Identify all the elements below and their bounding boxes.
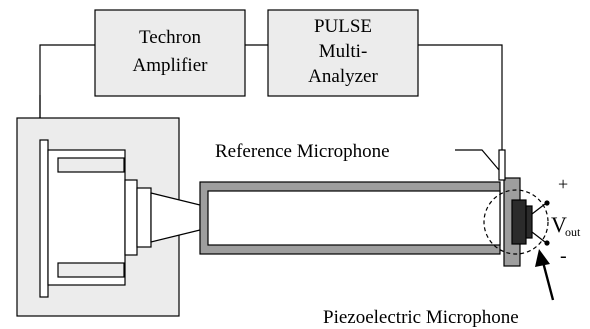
- amplifier-box: [94, 9, 246, 97]
- amplifier-label-line1: Techron: [139, 27, 201, 48]
- reference-microphone: Reference Microphone: [215, 141, 506, 181]
- piezo-element: [511, 199, 527, 245]
- bms-magnet-top-rib: [57, 157, 125, 173]
- bms-horn: [150, 192, 201, 243]
- reference-mic-body: [498, 149, 506, 181]
- bms-magnet-bottom-rib: [57, 262, 125, 278]
- reference-mic-leader: [455, 149, 500, 171]
- analyzer-label-line1: PULSE: [314, 16, 372, 37]
- analyzer-label-line3: Analyzer: [308, 66, 378, 87]
- bms-mount-plate: [39, 139, 49, 298]
- analyzer-block: PULSE Multi- Analyzer: [267, 9, 419, 97]
- analyzer-label-line2: Multi-: [319, 41, 368, 62]
- piezo-assembly: [483, 189, 550, 255]
- tube-bore: [207, 190, 501, 246]
- output-plus: +: [558, 174, 568, 194]
- bms-throat-inner: [136, 187, 152, 248]
- output-subscript: out: [565, 225, 581, 239]
- piezo-lead-top: [531, 203, 546, 215]
- output-v: V: [551, 212, 567, 237]
- analyzer-box: [267, 9, 419, 97]
- piezo-lead-bottom: [531, 231, 546, 243]
- wire-analyzer-to-mic: [418, 44, 503, 150]
- impedance-tube: [199, 177, 521, 267]
- reference-mic-label: Reference Microphone: [215, 141, 390, 162]
- piezo-terminal-bottom: [544, 240, 550, 246]
- bms-driver: [16, 117, 201, 317]
- amplifier-label-line2: Amplifier: [133, 55, 209, 76]
- piezo-detail-circle: [483, 189, 549, 255]
- piezo-arrow-shaft: [541, 261, 555, 301]
- amplifier-block: Techron Amplifier: [94, 9, 246, 97]
- output-voltage: + - V out: [551, 174, 581, 267]
- output-minus: -: [560, 245, 567, 267]
- piezo-terminal-top: [544, 200, 550, 206]
- signal-wires: [39, 44, 503, 150]
- piezo-mic-label: Piezoelectric Microphone: [323, 307, 519, 328]
- wire-amplifier-analyzer: [39, 44, 95, 118]
- piezo-arrowhead: [535, 249, 550, 267]
- bms-throat-outer: [124, 179, 138, 256]
- piezo-backing: [525, 205, 533, 239]
- piezo-callout: Piezoelectric Microphone: [323, 249, 555, 328]
